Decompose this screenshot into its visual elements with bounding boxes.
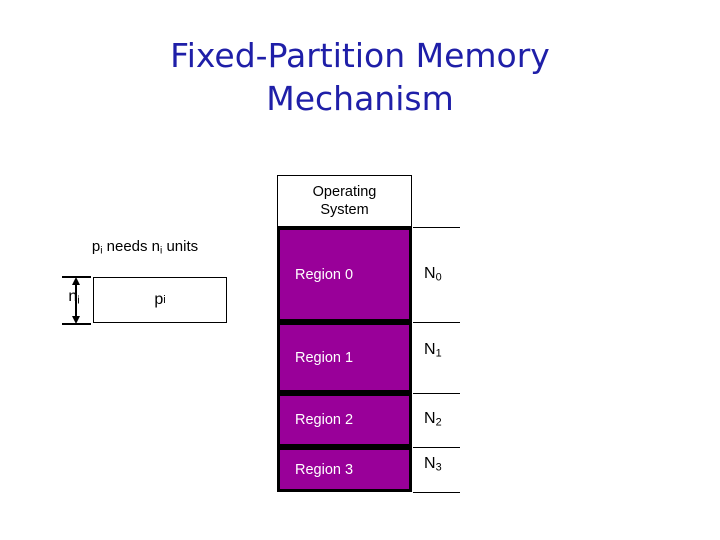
caption-needs: needs n: [102, 238, 161, 255]
region-label: Region 1: [295, 349, 354, 366]
os-line-2: System: [320, 202, 369, 218]
size-n-subscript: 3: [435, 461, 442, 474]
region-label: Region 3: [295, 461, 354, 478]
size-n-subscript: 0: [435, 271, 442, 284]
size-n-subscript: 2: [435, 416, 442, 429]
caption-p: p: [91, 238, 101, 255]
boundary-tick-4: [413, 492, 460, 493]
boundary-tick-3: [413, 447, 460, 448]
operating-system-block: Operating System: [277, 175, 412, 227]
process-p: p: [154, 291, 164, 308]
region-size-label-2: N2: [424, 410, 464, 429]
region-label: Region 0: [295, 266, 354, 283]
process-request-caption: pi needs ni units: [60, 238, 230, 257]
boundary-tick-1: [413, 322, 460, 323]
boundary-tick-2: [413, 393, 460, 394]
memory-region-2: Region 2: [277, 393, 412, 447]
caption-units: units: [162, 238, 199, 255]
size-measure-label: ni: [59, 288, 89, 307]
os-line-1: Operating: [312, 184, 377, 200]
measure-n-subscript: i: [77, 294, 80, 307]
measure-n: n: [68, 288, 78, 305]
region-size-label-3: N3: [424, 455, 464, 474]
caption-p-subscript: i: [100, 245, 103, 257]
process-p-subscript: i: [163, 294, 166, 306]
memory-region-3: Region 3: [277, 447, 412, 492]
size-n: N: [424, 455, 436, 472]
memory-region-0: Region 0: [277, 227, 412, 322]
region-size-label-1: N1: [424, 341, 464, 360]
size-n-subscript: 1: [435, 347, 442, 360]
size-n: N: [424, 410, 436, 427]
memory-region-1: Region 1: [277, 322, 412, 393]
boundary-tick-0: [413, 227, 460, 228]
region-label: Region 2: [295, 412, 354, 428]
region-size-label-0: N0: [424, 265, 464, 284]
size-n: N: [424, 341, 436, 358]
page-title: Fixed-Partition Memory Mechanism: [170, 36, 550, 118]
size-measure-arrow: [61, 275, 93, 326]
caption-n-subscript: i: [160, 245, 163, 257]
size-n: N: [424, 265, 436, 282]
